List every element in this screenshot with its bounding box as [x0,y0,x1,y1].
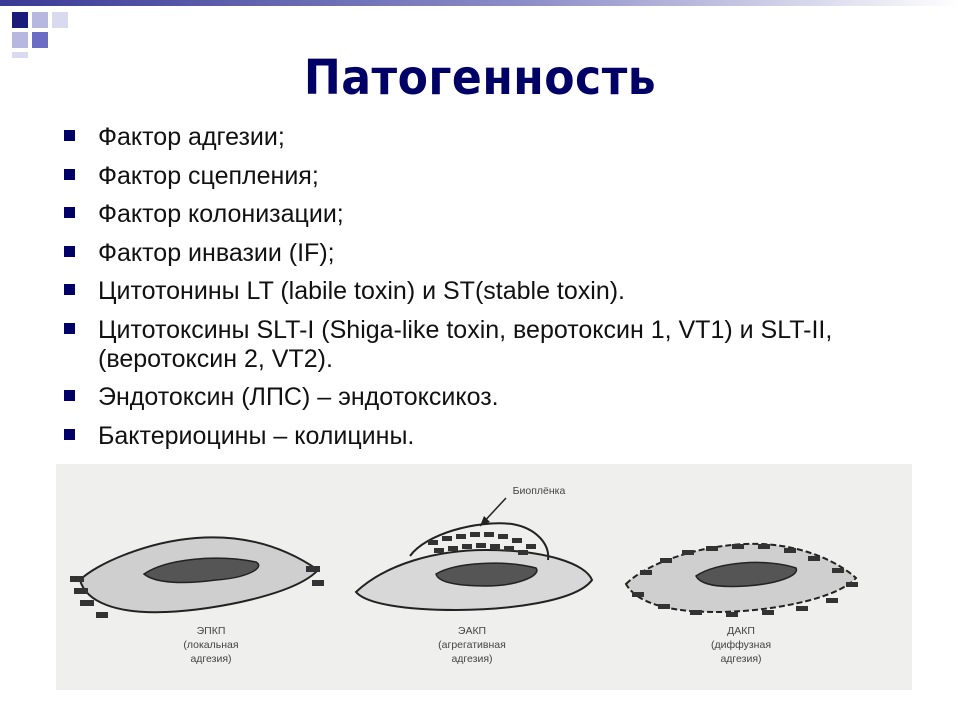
bullet-text: Цитотоксины SLT-I (Shiga-like toxin, вер… [98,315,833,373]
caption-name: ДАКП [727,625,755,637]
caption-sub: (диффузная [710,639,772,651]
square-bullet-icon [64,284,75,295]
corner-decoration [0,0,960,58]
bullet-item: Фактор сцепления; [62,162,922,191]
caption-name: ЭАКП [457,625,487,637]
bullet-item: Фактор адгезии; [62,123,922,152]
square-bullet-icon [64,245,75,257]
bullet-item: Фактор инвазии (IF); [62,239,922,268]
square-bullet-icon [64,390,75,401]
bullet-item: Фактор колонизации; [62,200,922,229]
square-bullet-icon [64,322,75,334]
caption-sub: адгезия) [190,653,232,665]
biofilm-label: Биоплёнка [512,485,566,497]
caption-sub: (локальная [183,639,239,651]
cell-local-adhesion [70,536,324,618]
bullet-text: Фактор адгезии; [98,123,285,151]
adhesion-figure: Биоплёнка ЭПКП (локальная адгезия) ЭАКП … [56,464,912,690]
cell-aggregative-adhesion [354,497,594,612]
square-bullet-icon [64,428,75,440]
bullet-text: Бактериоцины – колицины. [98,421,415,450]
square-bullet-icon [64,207,75,218]
bullet-text: Фактор колонизации; [98,200,344,228]
cell-caption-3: ДАКП (диффузная адгезия) [686,624,796,666]
bullet-text: Цитотонины LT (labile toxin) и ST(stable… [98,277,626,305]
bullet-text: Фактор сцепления; [98,161,319,190]
bullet-item: Цитотонины LT (labile toxin) и ST(stable… [62,277,922,306]
caption-name: ЭПКП [196,625,226,637]
caption-sub: адгезия) [720,653,762,665]
bullet-item: Цитотоксины SLT-I (Shiga-like toxin, вер… [62,316,922,374]
caption-sub: адгезия) [451,653,493,665]
cell-caption-1: ЭПКП (локальная адгезия) [156,624,266,666]
bullet-list: Фактор адгезии; Фактор сцепления; Фактор… [62,123,922,460]
bullet-text: Эндотоксин (ЛПС) – эндотоксикоз. [98,383,499,411]
bullet-item: Эндотоксин (ЛПС) – эндотоксикоз. [62,383,922,412]
bullet-text: Фактор инвазии (IF); [98,238,335,267]
cell-diffuse-adhesion [624,542,858,617]
square-bullet-icon [64,168,75,180]
bullet-item: Бактериоцины – колицины. [62,422,922,451]
cell-caption-2: ЭАКП (агрегативная адгезия) [412,624,532,666]
caption-sub: (агрегативная [438,639,506,651]
square-bullet-icon [64,130,75,141]
adhesion-diagram [56,464,912,690]
slide-title: Патогенность [303,50,657,106]
